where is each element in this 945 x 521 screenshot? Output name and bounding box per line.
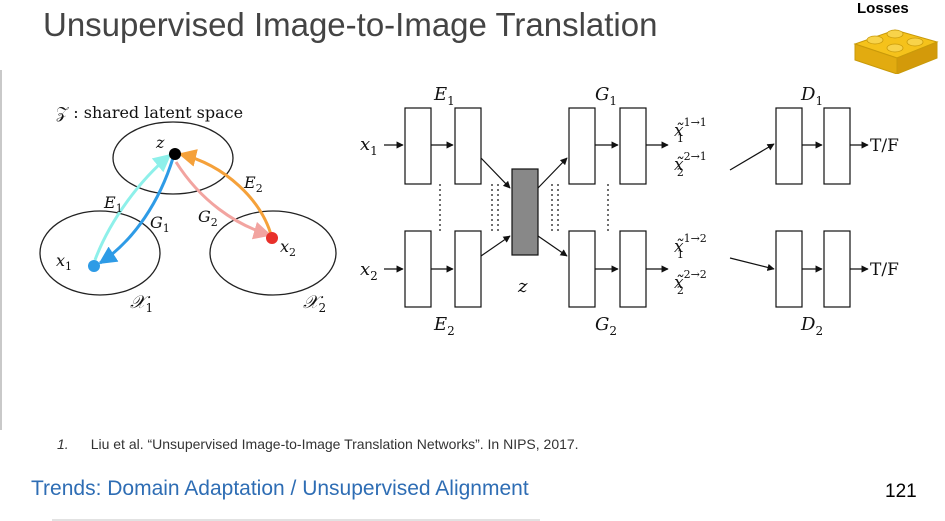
- disc-d1-label: D1: [800, 84, 823, 108]
- encoder-e1-block-a: [404, 107, 432, 185]
- z-label: z: [155, 133, 165, 152]
- e2-label: E2: [243, 173, 263, 195]
- d2-output-tf: T/F: [870, 260, 899, 280]
- latent-space-caption: 𝒵 : shared latent space: [56, 103, 243, 122]
- losses-tag-label: Losses: [857, 0, 909, 17]
- e1-to-z-arrow: [480, 157, 511, 189]
- encoder-e1-block-b: [454, 107, 482, 185]
- disc-d2-block-b: [823, 230, 851, 308]
- domain-x2-label: 𝒳2: [303, 292, 326, 315]
- section-title: Trends: Domain Adaptation / Unsupervised…: [31, 477, 529, 500]
- latent-z-label: z: [517, 276, 528, 297]
- x1-label: x1: [56, 251, 72, 273]
- encoder-e2-label: E2: [433, 314, 455, 338]
- bottom-rule: [52, 519, 540, 521]
- generator-g2-block-b: [619, 230, 647, 308]
- disc-d1-block-a: [775, 107, 803, 185]
- x2-point: [266, 232, 278, 244]
- disc-d2-label: D2: [800, 314, 823, 338]
- shared-latent-space-diagram: 𝒵 : shared latent space z x1 x2 E1 G1 G2…: [39, 103, 337, 315]
- to-d2-arrow: [729, 257, 775, 271]
- encoder-e1-label: E1: [433, 84, 455, 108]
- generator-g1-block-a: [568, 107, 596, 185]
- network-architecture-diagram: x1 x2 E1 E2 z: [360, 84, 899, 338]
- left-border-rule: [0, 70, 2, 430]
- x2-input-label: x2: [360, 259, 378, 283]
- x1-point: [88, 260, 100, 272]
- latent-z-block: [511, 168, 539, 256]
- footnote-number: 1.: [57, 436, 69, 452]
- g1-label: G1: [150, 213, 170, 235]
- generator-g2-label: G2: [595, 314, 617, 338]
- footnote-text: Liu et al. “Unsupervised Image-to-Image …: [90, 436, 579, 452]
- lego-brick-icon: [853, 29, 939, 74]
- to-d1-arrow: [729, 143, 775, 171]
- latent-space-ellipse: [112, 121, 234, 195]
- e1-label: E1: [103, 193, 123, 215]
- g2-generator-arrow: [174, 161, 272, 240]
- d1-output-tf: T/F: [870, 136, 899, 156]
- generator-g1-label: G1: [595, 84, 617, 108]
- page-number: 121: [885, 481, 917, 502]
- domain-x1-ellipse: [39, 210, 161, 296]
- encoder-e2-block-a: [404, 230, 432, 308]
- g2-label: G2: [198, 207, 218, 229]
- slide-title: Unsupervised Image-to-Image Translation: [43, 6, 658, 43]
- citation-footnote: 1. Liu et al. “Unsupervised Image-to-Imag…: [57, 436, 579, 452]
- disc-d1-block-b: [823, 107, 851, 185]
- generator-g2-block-a: [568, 230, 596, 308]
- generator-g1-block-b: [619, 107, 647, 185]
- disc-d2-block-a: [775, 230, 803, 308]
- g1-generator-arrow: [98, 157, 175, 265]
- unit-framework-diagram: 𝒵 : shared latent space z x1 x2 E1 G1 G2…: [39, 84, 899, 338]
- z-to-g1-arrow: [537, 157, 568, 189]
- domain-x1-label: 𝒳1: [130, 292, 153, 315]
- z-point: [169, 148, 181, 160]
- z-to-g2-arrow: [537, 235, 568, 257]
- e2-to-z-arrow: [480, 235, 511, 257]
- x1-input-label: x1: [360, 134, 378, 158]
- domain-x2-ellipse: [209, 210, 337, 296]
- x2-label: x2: [280, 237, 296, 259]
- encoder-e2-block-b: [454, 230, 482, 308]
